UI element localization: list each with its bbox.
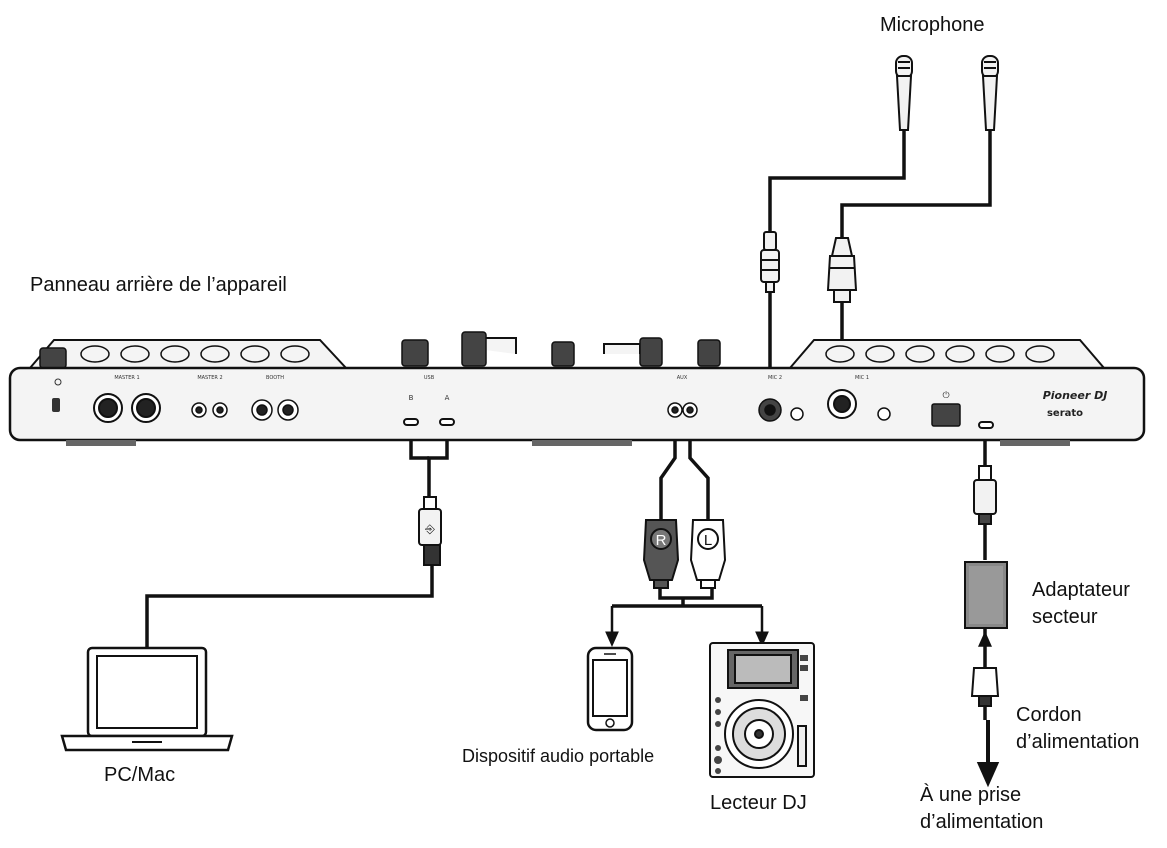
label-usb: USB (424, 375, 435, 381)
label-rear-panel: Panneau arrière de l’appareil (30, 274, 287, 296)
panel-body (8, 366, 1146, 442)
power-icon: ⏻ (942, 390, 949, 400)
rca-plug-left-icon (689, 519, 727, 589)
dc-plug-icon (973, 465, 997, 525)
dj-player-icon (709, 642, 815, 778)
label-ac-adapter-line1: Adaptateur (1032, 579, 1130, 601)
usb-plug-icon: ⎆ (418, 496, 442, 566)
microphone-icon (981, 55, 999, 131)
label-power-cord: Cordon d’alimentation (1016, 702, 1139, 756)
label-power-cord-line1: Cordon (1016, 704, 1082, 726)
master2-rca-outputs (191, 402, 228, 418)
mic2-input (758, 398, 804, 422)
label-mic2: MIC 2 (768, 375, 782, 381)
deck-right-top (787, 339, 1107, 369)
label-outlet-line1: À une prise (920, 784, 1022, 806)
label-portable-audio: Dispositif audio portable (462, 746, 655, 766)
label-power-cord-line2: d’alimentation (1016, 731, 1140, 753)
rca-to-split (658, 585, 714, 600)
label-usb-a: A (445, 394, 450, 402)
laptop-icon (60, 646, 234, 752)
deck-left-top (27, 339, 349, 369)
label-ac-adapter: Adaptateur secteur (1032, 577, 1130, 631)
aux-rca-inputs (667, 402, 698, 418)
rca-letter-r: R (656, 532, 667, 549)
usb-cable-b (427, 425, 449, 497)
label-aux: AUX (677, 375, 688, 381)
jog-pattern (80, 345, 1055, 363)
ac-plug-icon (970, 667, 1000, 707)
microphone-icon (895, 55, 913, 131)
label-booth: BOOTH (266, 375, 284, 381)
label-microphone: Microphone (880, 14, 985, 36)
portable-audio-device-icon (586, 646, 634, 732)
rca-plug-right-icon (642, 519, 680, 589)
mic1-input (827, 389, 891, 421)
label-dj-player: Lecteur DJ (710, 792, 807, 814)
label-usb-b: B (409, 394, 414, 402)
label-outlet: À une prise d’alimentation (920, 782, 1043, 836)
mixer-top (603, 343, 641, 354)
ac-adapter-icon (964, 561, 1008, 629)
kensington-slot-icon (52, 398, 60, 412)
rear-panel: ⏻ MASTER 1 MASTER 2 BOOTH USB B A AUX MI… (8, 331, 1146, 446)
mic-cable-left (768, 130, 906, 232)
power-switch (931, 403, 961, 427)
rca-letter-l: L (704, 532, 712, 549)
arrows (605, 606, 1000, 788)
brand-logo: Pioneer DJ (1043, 389, 1108, 402)
label-outlet-line2: d’alimentation (920, 811, 1044, 833)
phone-jack-plug-icon (760, 231, 780, 293)
label-ac-adapter-line2: secteur (1032, 606, 1098, 628)
usb-icon: ⎆ (425, 522, 435, 536)
dc-in-port (978, 421, 994, 429)
panel-knobs (39, 331, 721, 369)
label-pc-mac: PC/Mac (104, 764, 176, 786)
software-logo: serato (1047, 408, 1083, 419)
label-mic1: MIC 1 (855, 375, 869, 381)
cables (145, 130, 992, 720)
label-master2: MASTER 2 (197, 375, 222, 381)
usb-ports (403, 418, 455, 426)
xlr-plug-icon (826, 237, 858, 303)
label-master1: MASTER 1 (114, 375, 139, 381)
mic-cable-right (840, 130, 992, 240)
booth-outputs (251, 399, 299, 421)
master1-xlr-outputs (93, 393, 161, 423)
usb-cable-to-pc (145, 565, 434, 650)
